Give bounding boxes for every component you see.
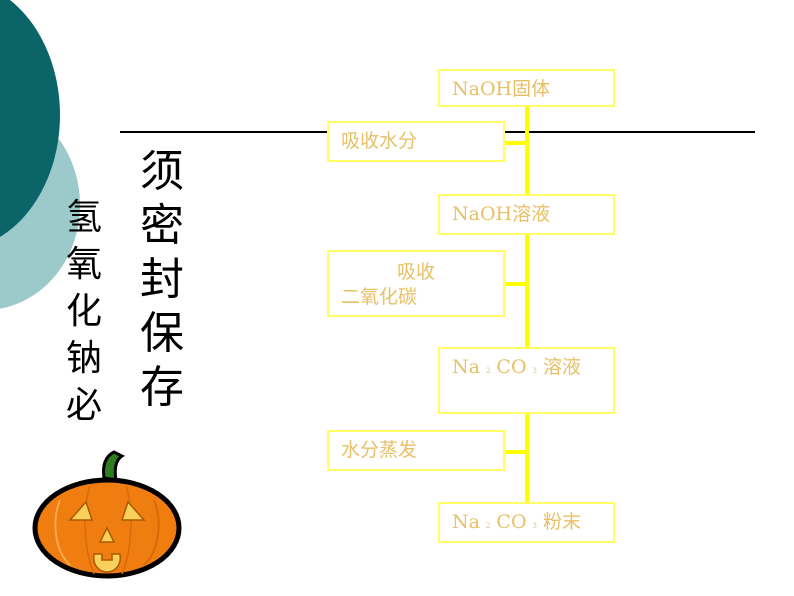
formula-part: Na [452, 511, 480, 533]
flow-node-naoh-solid: NaOH固体 [438, 69, 615, 107]
char: 必 [66, 385, 103, 426]
formula-part: CO [496, 356, 527, 378]
flow-connector-branch [504, 141, 527, 145]
subscript: 2 [485, 367, 491, 375]
step-label: 吸收水分 [341, 130, 418, 152]
node-label: NaOH溶液 [452, 203, 551, 225]
flow-step-evaporate-water: 水分蒸发 [327, 430, 505, 471]
pumpkin-icon [32, 450, 182, 579]
char: 封 [140, 254, 184, 305]
flow-connector-branch [504, 450, 527, 454]
char: 须 [140, 146, 184, 197]
char: 钠 [66, 338, 103, 379]
char: 氧 [66, 244, 103, 285]
formula-part: Na [452, 356, 480, 378]
char: 保 [140, 308, 184, 359]
node-label: 溶液 [543, 356, 582, 378]
char: 存 [140, 362, 184, 413]
char: 氢 [66, 197, 103, 238]
node-label: NaOH固体 [452, 78, 551, 100]
vertical-text-right: 须 密 封 保 存 [140, 150, 184, 420]
flow-step-absorb-water: 吸收水分 [327, 121, 505, 162]
flow-connector-branch [504, 282, 527, 286]
step-label: 水分蒸发 [341, 439, 418, 461]
subscript: 3 [532, 522, 538, 530]
node-label: 粉末 [543, 511, 582, 533]
flow-node-na2co3-solution: Na 2 CO 3 溶液 [438, 347, 615, 414]
char: 化 [66, 291, 103, 332]
formula-part: CO [496, 511, 527, 533]
subscript: 2 [485, 522, 491, 530]
flow-connector-trunk [525, 106, 529, 502]
step-label-line1: 吸收 [396, 261, 435, 283]
flow-node-na2co3-powder: Na 2 CO 3 粉末 [438, 502, 615, 543]
step-label-line2: 二氧化碳 [341, 285, 418, 308]
char: 密 [140, 200, 184, 251]
subscript: 3 [532, 367, 538, 375]
flow-step-absorb-co2: 吸收 二氧化碳 [327, 250, 505, 317]
flow-node-naoh-solution: NaOH溶液 [438, 194, 615, 235]
vertical-text-left: 氢 氧 化 钠 必 [66, 200, 102, 435]
